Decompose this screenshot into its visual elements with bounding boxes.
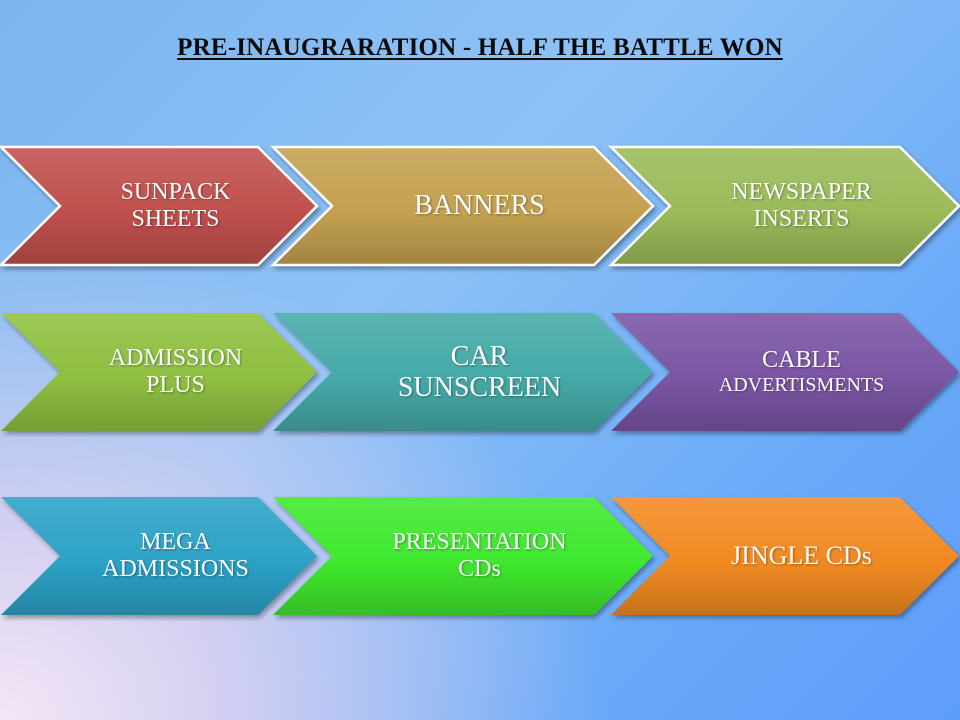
chevron-label: JINGLE CDs <box>731 541 872 571</box>
chevron-step-3-2: PRESENTATION CDs <box>272 496 654 616</box>
chevron-step-2-2: CAR SUNSCREEN <box>272 312 654 432</box>
chevron-label: SUNPACK SHEETS <box>120 179 231 232</box>
chevron-fill <box>0 145 319 267</box>
chevron-fill <box>273 497 653 615</box>
chevron-fill <box>607 145 960 267</box>
chevron-label: BANNERS <box>414 190 545 222</box>
chevron-shape <box>607 145 960 267</box>
chevron-label: NEWSPAPER INSERTS <box>731 179 872 232</box>
chevron-label: MEGA ADMISSIONS <box>102 529 249 582</box>
chevron-shape <box>273 313 653 431</box>
chevron-label: PRESENTATION CDs <box>392 529 567 582</box>
chevron-step-1-2: BANNERS <box>269 145 655 267</box>
chevron-shape <box>1 497 317 615</box>
chevron-label: ADMISSION PLUS <box>108 345 243 398</box>
chevron-shape <box>273 497 653 615</box>
chevron-fill <box>1 313 317 431</box>
page-title: PRE-INAUGRARATION - HALF THE BATTLE WON <box>177 34 783 61</box>
chevron-shape <box>611 313 959 431</box>
chevron-step-3-3: JINGLE CDs <box>610 496 960 616</box>
chevron-fill <box>1 497 317 615</box>
chevron-fill <box>269 145 655 267</box>
chevron-label: CAR SUNSCREEN <box>397 340 562 403</box>
chevron-step-1-1: SUNPACK SHEETS <box>0 145 319 267</box>
chevron-shape <box>269 145 655 267</box>
chevron-step-3-1: MEGA ADMISSIONS <box>0 496 318 616</box>
chevron-step-1-3: NEWSPAPER INSERTS <box>607 145 960 267</box>
chevron-shape <box>611 497 959 615</box>
chevron-step-2-1: ADMISSION PLUS <box>0 312 318 432</box>
chevron-fill <box>273 313 653 431</box>
chevron-fill <box>611 497 959 615</box>
chevron-fill <box>611 313 959 431</box>
chevron-shape <box>1 313 317 431</box>
chevron-shape <box>0 145 319 267</box>
